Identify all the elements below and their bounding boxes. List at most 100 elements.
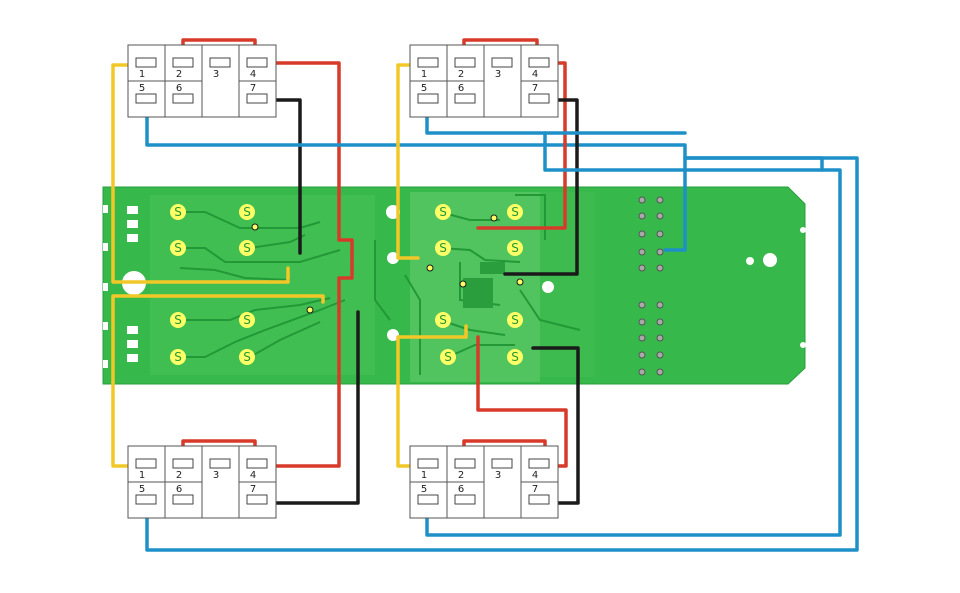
solder-pad: S — [239, 204, 255, 220]
svg-text:S: S — [174, 241, 182, 255]
pin-label: 1 — [139, 470, 145, 481]
blue-wire-bottom-right — [425, 131, 842, 537]
mounting-holes — [122, 205, 777, 341]
pin-label: 3 — [495, 470, 501, 481]
pin-label: 4 — [250, 470, 256, 481]
svg-text:S: S — [174, 350, 182, 364]
pin-label: 7 — [532, 83, 538, 94]
svg-text:S: S — [511, 241, 519, 255]
connector-top-left: 1 2 3 4 5 6 7 — [127, 44, 277, 118]
pin-label: 3 — [213, 470, 219, 481]
pin-slot — [417, 494, 439, 505]
pin-slot — [246, 494, 268, 505]
pin-label: 6 — [458, 484, 464, 495]
pin-slot — [528, 494, 550, 505]
solder-pad: S — [507, 312, 523, 328]
copper-region-left — [150, 195, 375, 375]
pin-label: 5 — [139, 484, 145, 495]
pin-slot — [454, 57, 476, 68]
svg-text:S: S — [174, 313, 182, 327]
pin-slot — [454, 93, 476, 104]
pin-label: 1 — [139, 69, 145, 80]
solder-pad: S — [435, 240, 451, 256]
pin-slot — [528, 458, 550, 469]
ic-chip — [463, 278, 493, 308]
pin-slot — [454, 458, 476, 469]
yellow-wire-top-left — [111, 63, 290, 284]
pin-slot — [135, 458, 157, 469]
pin-label: 5 — [421, 484, 427, 495]
red-wire-top-left — [253, 61, 354, 260]
pin-label: 2 — [176, 470, 182, 481]
pin-label: 1 — [421, 470, 427, 481]
pin-label: 5 — [139, 83, 145, 94]
pin-label: 2 — [176, 69, 182, 80]
solder-pad: S — [507, 240, 523, 256]
led-indicators — [127, 206, 138, 362]
red-wire-bottom-left — [253, 258, 354, 468]
pin-slot — [135, 57, 157, 68]
pin-slot — [417, 57, 439, 68]
pin-slot — [491, 458, 513, 469]
svg-text:S: S — [243, 241, 251, 255]
pin-slot — [491, 57, 513, 68]
pin-label: 1 — [421, 69, 427, 80]
pin-slot — [209, 57, 231, 68]
svg-text:S: S — [243, 205, 251, 219]
solder-pad: S — [170, 349, 186, 365]
pin-slot — [135, 93, 157, 104]
pin-slot — [172, 93, 194, 104]
pin-label: 2 — [458, 69, 464, 80]
solder-pad: S — [239, 240, 255, 256]
svg-text:S: S — [174, 205, 182, 219]
vias — [251, 214, 524, 314]
pin-label: 4 — [250, 69, 256, 80]
pin-label: 2 — [458, 470, 464, 481]
pin-label: 7 — [250, 83, 256, 94]
pin-slot — [209, 458, 231, 469]
solder-pads: S S S S S S S S S S S S S S S S — [170, 204, 523, 365]
pin-slot — [528, 57, 550, 68]
pin-slot — [246, 93, 268, 104]
pin-slot — [172, 57, 194, 68]
pin-label: 6 — [458, 83, 464, 94]
pin-label: 3 — [213, 69, 219, 80]
solder-pad: S — [435, 312, 451, 328]
pin-slot — [135, 494, 157, 505]
svg-text:S: S — [511, 350, 519, 364]
blue-wire-top-left — [145, 99, 687, 252]
solder-pad: S — [435, 204, 451, 220]
pin-slot — [528, 93, 550, 104]
pin-label: 6 — [176, 83, 182, 94]
svg-text:S: S — [511, 313, 519, 327]
red-wire-bottom-right — [476, 335, 568, 468]
black-wire-bottom-right — [531, 346, 580, 505]
pin-slot — [417, 458, 439, 469]
pin-label: 4 — [532, 470, 538, 481]
pin-slot — [454, 494, 476, 505]
pin-label: 7 — [532, 484, 538, 495]
svg-text:S: S — [439, 205, 447, 219]
ic-chip-2 — [480, 262, 505, 274]
black-wire-top-right — [503, 98, 579, 276]
yellow-wire-bottom-left — [111, 294, 325, 468]
black-wire-bottom-left — [260, 310, 360, 505]
pin-slot — [172, 458, 194, 469]
solder-pad: S — [507, 349, 523, 365]
blue-wire-link — [683, 156, 824, 172]
pin-label: 5 — [421, 83, 427, 94]
pin-label: 3 — [495, 69, 501, 80]
pin-slot — [417, 93, 439, 104]
svg-text:S: S — [243, 350, 251, 364]
svg-text:S: S — [439, 313, 447, 327]
yellow-wire-bottom-right — [396, 324, 468, 468]
pin-label: 6 — [176, 484, 182, 495]
header-pins — [638, 196, 664, 376]
svg-text:S: S — [439, 241, 447, 255]
solder-pad: S — [170, 240, 186, 256]
solder-pad: S — [440, 349, 456, 365]
